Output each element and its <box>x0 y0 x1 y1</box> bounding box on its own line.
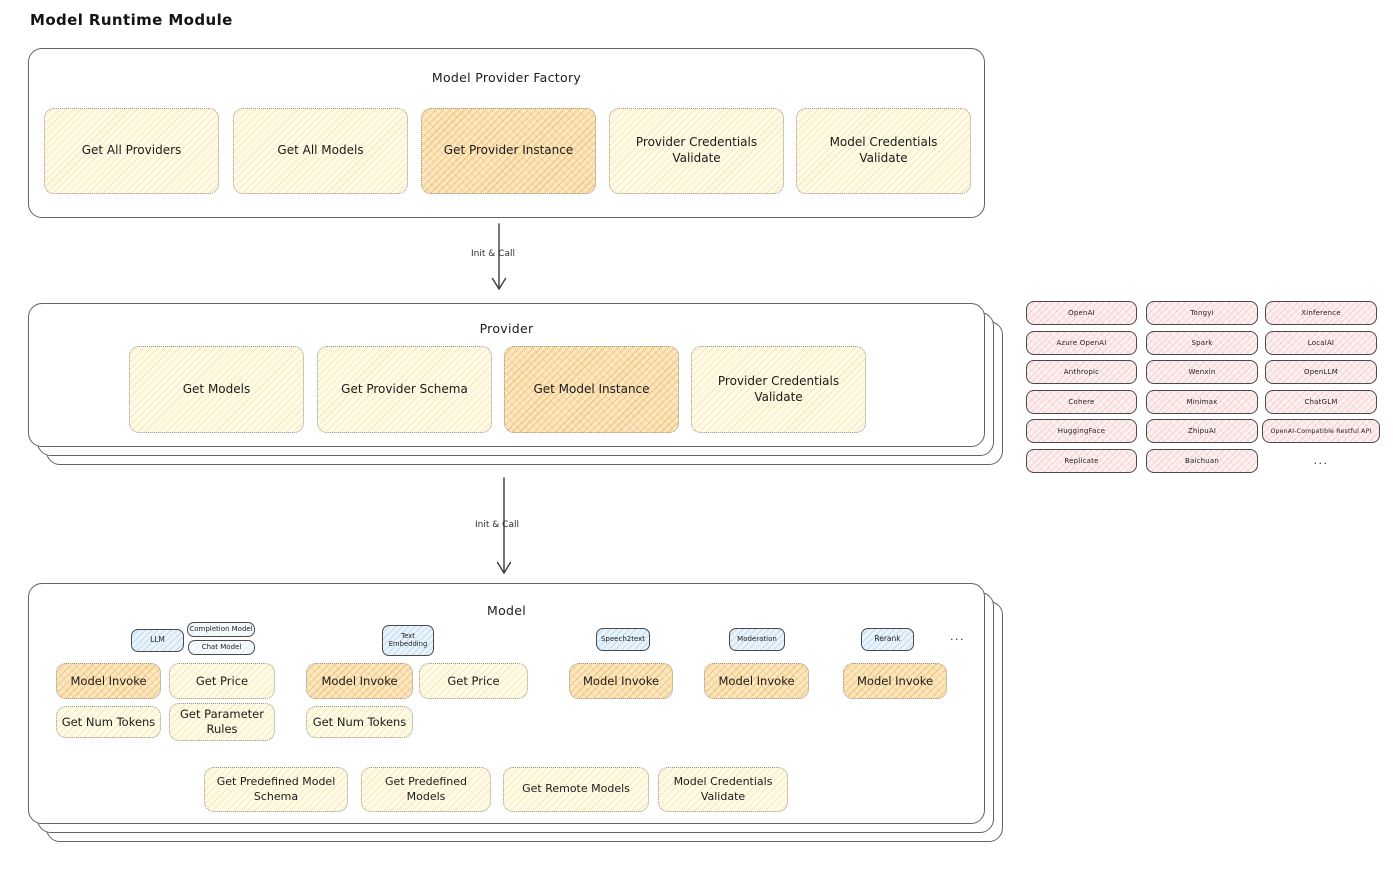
op-get-provider-instance: Get Provider Instance <box>421 108 596 194</box>
op-get-predefined-model-schema: Get Predefined Model Schema <box>204 767 348 812</box>
factory-panel: Model Provider Factory Get All Providers… <box>28 48 985 218</box>
vendor-openai-compatible-restful-api: OpenAI-Compatible Restful API <box>1262 419 1380 443</box>
tab-chat-model: Chat Model <box>188 640 255 655</box>
vendor-more-ellipsis: ... <box>1313 454 1329 467</box>
vendor-openai: OpenAI <box>1026 301 1137 325</box>
vendor-baichuan: Baichuan <box>1146 448 1258 473</box>
tab-text-embedding: Text Embedding <box>382 625 434 656</box>
page-title: Model Runtime Module <box>30 11 233 29</box>
model-panel: Model LLM Completion Model Chat Model Te… <box>28 583 985 824</box>
arrow-down-icon <box>491 223 507 291</box>
vendor-anthropic: Anthropic <box>1026 360 1137 384</box>
op-get-predefined-models: Get Predefined Models <box>361 767 491 812</box>
vendor-wenxin: Wenxin <box>1146 360 1258 384</box>
arrow-down-icon-2 <box>496 477 512 575</box>
vendor-column-3: Xinference LocalAI OpenLLM ChatGLM OpenA… <box>1262 301 1380 473</box>
op-get-all-providers: Get All Providers <box>44 108 219 194</box>
vendor-minimax: Minimax <box>1146 389 1258 414</box>
vendor-replicate: Replicate <box>1026 448 1137 473</box>
vendor-spark: Spark <box>1146 330 1258 355</box>
vendor-huggingface: HuggingFace <box>1026 419 1137 443</box>
model-panel-title: Model <box>486 603 527 618</box>
tabs-more-ellipsis: ... <box>950 630 965 643</box>
tab-speech2text: Speech2text <box>596 628 650 651</box>
op-get-models: Get Models <box>129 346 304 433</box>
vendor-xinference: Xinference <box>1265 301 1377 325</box>
op-llm-model-invoke: Model Invoke <box>56 663 161 699</box>
vendor-column-1: OpenAI Azure OpenAI Anthropic Cohere Hug… <box>1026 301 1137 473</box>
vendor-zhipuai: ZhipuAI <box>1146 419 1258 443</box>
op-moderation-model-invoke: Model Invoke <box>704 663 809 699</box>
op-get-provider-schema: Get Provider Schema <box>317 346 492 433</box>
tab-moderation: Moderation <box>729 628 785 651</box>
vendor-column-2: Tongyi Spark Wenxin Minimax ZhipuAI Baic… <box>1146 301 1258 473</box>
provider-panel-title: Provider <box>479 321 534 336</box>
op-get-all-models: Get All Models <box>233 108 408 194</box>
provider-panel: Provider Get Models Get Provider Schema … <box>28 303 985 447</box>
vendor-openllm: OpenLLM <box>1265 360 1377 384</box>
op-embedding-get-num-tokens: Get Num Tokens <box>306 706 413 738</box>
vendor-tongyi: Tongyi <box>1146 301 1258 325</box>
op-get-remote-models: Get Remote Models <box>503 767 649 812</box>
op-provider-credentials-validate: Provider Credentials Validate <box>609 108 784 194</box>
op-embedding-model-invoke: Model Invoke <box>306 663 413 699</box>
op-get-model-instance: Get Model Instance <box>504 346 679 433</box>
op-model-credentials-validate: Model Credentials Validate <box>796 108 971 194</box>
factory-panel-title: Model Provider Factory <box>431 70 582 85</box>
vendor-cohere: Cohere <box>1026 389 1137 414</box>
arrow1-label: Init & Call <box>471 249 515 259</box>
op-rerank-model-invoke: Model Invoke <box>843 663 947 699</box>
arrow2-label: Init & Call <box>475 520 519 530</box>
op-model-credentials-validate-2: Model Credentials Validate <box>658 767 788 812</box>
op-speech-model-invoke: Model Invoke <box>569 663 673 699</box>
op-embedding-get-price: Get Price <box>419 663 528 699</box>
vendor-chatglm: ChatGLM <box>1265 389 1377 414</box>
tab-completion-model: Completion Model <box>187 622 255 637</box>
tab-rerank: Rerank <box>861 628 914 651</box>
tab-llm: LLM <box>131 629 184 652</box>
op-llm-get-price: Get Price <box>169 663 275 699</box>
op-provider-credentials-validate-2: Provider Credentials Validate <box>691 346 866 433</box>
vendor-azure-openai: Azure OpenAI <box>1026 330 1137 355</box>
vendor-localai: LocalAI <box>1265 330 1377 355</box>
op-llm-get-parameter-rules: Get Parameter Rules <box>169 703 275 741</box>
op-llm-get-num-tokens: Get Num Tokens <box>56 706 161 738</box>
